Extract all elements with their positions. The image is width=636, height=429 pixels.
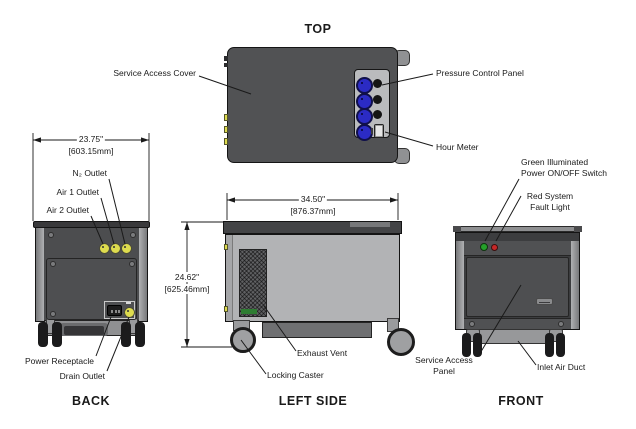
front-screw-r (558, 321, 564, 327)
system-fault-light (491, 243, 498, 251)
label-service-access-cover: Service Access Cover (113, 68, 196, 78)
label-locking-caster: Locking Caster (267, 370, 324, 380)
front-caster-right-wheel-2 (556, 333, 565, 357)
top-edge-outlet-3 (224, 138, 228, 145)
arrow-back-width-r (141, 137, 149, 143)
front-right-rail (571, 241, 579, 329)
receptacle-pin-3 (118, 310, 120, 313)
view-caption-front: FRONT (498, 394, 544, 408)
label-service-access-panel-line1: Service Access (415, 355, 473, 365)
pressure-knob-1 (356, 77, 373, 94)
hour-meter (374, 124, 384, 138)
label-fault-light: Red System Fault Light (510, 191, 590, 213)
back-panel-screw-bl (50, 311, 56, 317)
front-cap-end-right (574, 226, 582, 232)
hour-meter-tab (371, 128, 373, 134)
label-exhaust-vent: Exhaust Vent (297, 348, 348, 358)
pressure-knob-3 (356, 108, 373, 125)
label-fault-light-line2: Fault Light (530, 202, 570, 212)
inlet-air-duct (477, 329, 554, 344)
exhaust-vent (239, 249, 267, 317)
front-cap-end-left (453, 226, 461, 232)
front-left-rail (456, 241, 464, 329)
n2-outlet-port (99, 243, 110, 254)
label-power-switch-line1: Green Illuminated (521, 157, 589, 167)
back-caster-left-wheel-1 (38, 322, 48, 347)
dim-back-width-in: 23.75" (76, 134, 106, 144)
label-pressure-control-panel: Pressure Control Panel (436, 68, 524, 78)
back-screw-tl (48, 232, 54, 238)
power-on-off-light (480, 243, 488, 251)
brand-badge-icon (536, 298, 553, 305)
left-undercarriage (262, 322, 372, 338)
top-edge-outlet-1 (224, 114, 228, 121)
label-service-access-panel-line2: Panel (433, 366, 455, 376)
label-power-receptacle: Power Receptacle (25, 356, 94, 366)
label-power-switch: Green Illuminated Power ON/OFF Switch (521, 157, 607, 179)
top-edge-fitting-dark-1 (224, 56, 228, 61)
back-caster-right-wheel-1 (121, 322, 131, 347)
back-panel-screw-tr (129, 261, 135, 267)
label-hour-meter: Hour Meter (436, 142, 479, 152)
arrow-left-length-l (227, 197, 235, 203)
label-inlet-air-duct: Inlet Air Duct (537, 362, 586, 372)
arrow-left-height-b (184, 339, 190, 347)
back-panel-screw-tl (50, 261, 56, 267)
power-receptacle (107, 305, 122, 316)
dim-left-height-mm: [625.46mm] (162, 284, 212, 294)
dim-left-length-mm: [876.37mm] (288, 206, 338, 216)
pressure-gauge-1 (373, 79, 382, 88)
front-caster-right-wheel-1 (545, 333, 554, 357)
view-title-top: TOP (304, 22, 332, 36)
left-front-edge (226, 235, 233, 321)
arrow-left-length-r (390, 197, 398, 203)
front-upper-strip (464, 241, 571, 256)
left-top-cap-detail (350, 222, 390, 227)
service-access-panel (466, 257, 569, 317)
back-caster-left-wheel-2 (52, 322, 62, 347)
vent-green-label (241, 309, 257, 314)
view-caption-back: BACK (71, 394, 111, 408)
label-air2-outlet: Air 2 Outlet (46, 205, 89, 215)
label-n2-outlet: N₂ Outlet (72, 168, 107, 178)
left-caster-front-wheel (230, 327, 256, 353)
brand-badge-text-mark (539, 301, 550, 303)
front-bottom-strip (464, 318, 571, 329)
drain-outlet-port (124, 307, 135, 318)
pressure-gauge-2 (373, 95, 382, 104)
back-caster-right-wheel-2 (135, 322, 145, 347)
label-air1-outlet: Air 1 Outlet (56, 187, 99, 197)
air1-outlet-port (110, 243, 121, 254)
leader-inlet-air-duct (517, 340, 537, 366)
label-power-switch-line2: Power ON/OFF Switch (521, 168, 607, 178)
drain-mark (126, 302, 131, 304)
back-screw-tr (130, 232, 136, 238)
arrow-left-height-t (184, 222, 190, 230)
left-caster-rear-wheel (387, 328, 415, 356)
front-screw-l (469, 321, 475, 327)
receptacle-pin-1 (111, 310, 113, 313)
back-right-rail (139, 228, 147, 321)
back-left-rail (36, 228, 44, 321)
top-edge-fitting-dark-2 (224, 63, 228, 67)
dim-left-length-in: 34.50" (298, 194, 328, 204)
receptacle-pin-2 (114, 310, 117, 313)
left-edge-fitting-1 (224, 244, 228, 250)
view-caption-left-side: LEFT SIDE (278, 394, 348, 408)
label-fault-light-line1: Red System (526, 191, 574, 201)
pressure-gauge-3 (373, 110, 382, 119)
left-edge-fitting-2 (224, 306, 228, 312)
label-drain-outlet: Drain Outlet (59, 371, 105, 381)
back-base-recess (64, 326, 104, 335)
arrow-back-width-l (33, 137, 41, 143)
dim-left-height-in: 24.62" (172, 272, 202, 282)
dim-back-width-mm: [603.15mm] (66, 146, 116, 156)
front-caster-left-wheel-1 (462, 333, 471, 357)
label-service-access-panel: Service Access Panel (404, 355, 484, 377)
air2-outlet-port (121, 243, 132, 254)
front-caster-left-wheel-2 (473, 333, 482, 357)
top-edge-outlet-2 (224, 126, 228, 133)
